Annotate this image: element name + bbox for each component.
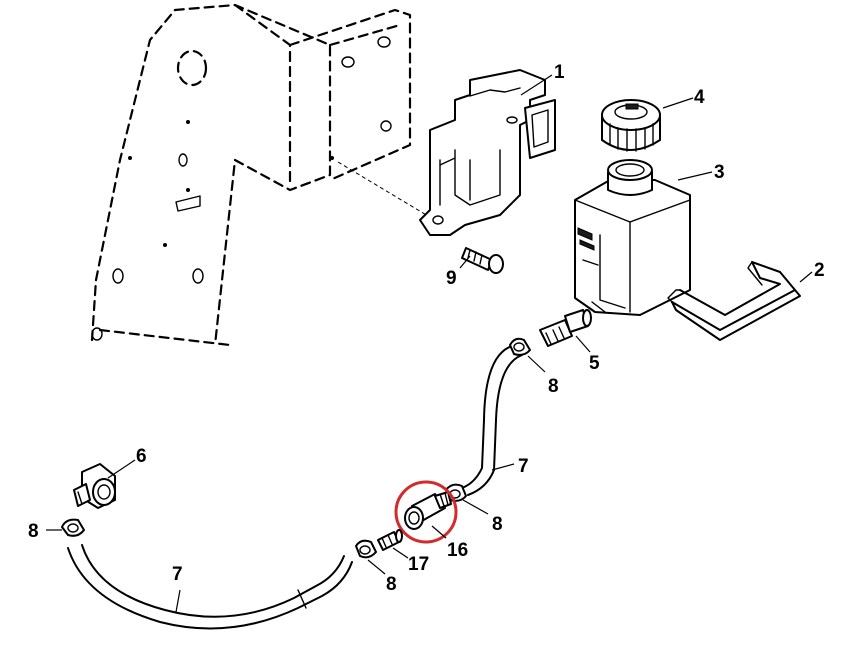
callout-7-upper: 7 bbox=[518, 456, 529, 477]
part-2-strap bbox=[667, 261, 801, 341]
part-16-connector bbox=[404, 491, 452, 530]
part-8-clamp-upper bbox=[509, 337, 531, 356]
callout-8-upper: 8 bbox=[548, 376, 559, 397]
callout-16: 16 bbox=[447, 540, 468, 561]
part-6-elbow bbox=[73, 463, 116, 509]
part-8-clamp-lower bbox=[355, 539, 377, 559]
callout-8-right: 8 bbox=[492, 514, 503, 535]
part-4-cap bbox=[601, 99, 661, 152]
part-16-highlight-circle bbox=[394, 480, 458, 544]
part-17-barb bbox=[377, 529, 403, 551]
callout-4: 4 bbox=[694, 87, 705, 108]
part-3-reservoir bbox=[574, 159, 691, 316]
part-7-hose-upper bbox=[461, 345, 523, 496]
callout-8-lower: 8 bbox=[386, 574, 397, 595]
callout-5: 5 bbox=[589, 353, 600, 374]
leader-lines bbox=[46, 74, 813, 613]
part-5-fitting bbox=[539, 309, 592, 347]
mounting-plate-outline bbox=[90, 3, 412, 347]
callout-1: 1 bbox=[554, 62, 565, 83]
callout-3: 3 bbox=[714, 162, 725, 183]
part-7-hose-lower bbox=[67, 544, 353, 630]
callout-7-lower: 7 bbox=[172, 564, 183, 585]
part-8-clamp-left bbox=[61, 518, 85, 537]
part-9-bolt bbox=[461, 247, 504, 274]
callout-8-left: 8 bbox=[28, 521, 39, 542]
callout-6: 6 bbox=[136, 446, 147, 467]
callout-9: 9 bbox=[446, 268, 457, 289]
part-1-bracket bbox=[419, 69, 556, 236]
callout-17: 17 bbox=[408, 554, 429, 575]
alignment-line bbox=[337, 161, 439, 223]
callout-2: 2 bbox=[814, 260, 825, 281]
